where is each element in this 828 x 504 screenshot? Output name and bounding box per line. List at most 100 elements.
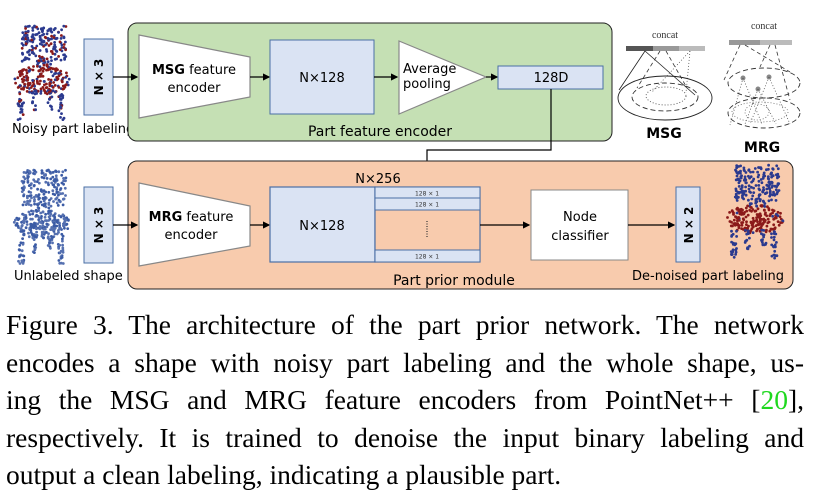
point <box>17 104 21 108</box>
point <box>750 197 754 201</box>
point <box>45 64 49 68</box>
citation-open: [ <box>751 384 761 415</box>
point <box>39 72 43 76</box>
point <box>39 225 42 229</box>
point <box>51 189 55 193</box>
point <box>737 165 741 168</box>
point <box>755 229 758 233</box>
point <box>57 193 60 197</box>
point <box>35 79 39 83</box>
point <box>762 219 766 223</box>
point <box>763 208 766 212</box>
point <box>768 229 772 233</box>
point <box>22 219 26 223</box>
point <box>763 202 767 205</box>
point <box>63 84 67 87</box>
point <box>45 57 49 61</box>
point <box>63 221 66 224</box>
point <box>45 225 49 229</box>
point <box>49 104 52 108</box>
point <box>40 215 43 218</box>
point <box>745 226 749 230</box>
point <box>34 89 38 93</box>
point <box>744 185 747 189</box>
point <box>747 168 751 172</box>
point <box>773 227 777 231</box>
point <box>47 168 50 172</box>
point <box>42 189 46 193</box>
point <box>65 216 69 220</box>
point <box>762 243 766 247</box>
point <box>17 217 21 221</box>
point <box>736 177 740 181</box>
point <box>26 29 30 33</box>
point <box>47 44 51 47</box>
point <box>22 213 26 217</box>
point <box>28 213 32 216</box>
point <box>769 227 773 231</box>
concat-row-1-label: 128 × 1 <box>415 191 439 198</box>
point <box>62 46 66 49</box>
point <box>737 191 741 195</box>
point <box>57 74 61 78</box>
point <box>20 77 24 81</box>
point <box>42 59 46 62</box>
point <box>25 33 29 37</box>
point <box>22 233 25 237</box>
point <box>46 60 50 64</box>
point <box>734 222 738 225</box>
point <box>751 216 755 220</box>
node-classifier-label-1: Node <box>563 210 597 225</box>
point <box>740 211 744 214</box>
point <box>777 175 781 179</box>
point <box>27 69 31 73</box>
point <box>55 196 59 200</box>
point <box>46 101 50 104</box>
point <box>57 31 60 34</box>
caption-line-3-text: ing the MSG and MRG feature encoders fro… <box>6 384 752 415</box>
point <box>776 183 780 187</box>
point <box>770 180 774 184</box>
point <box>49 212 53 216</box>
point <box>67 77 71 81</box>
point <box>752 219 755 223</box>
point <box>742 218 746 222</box>
point <box>26 76 30 80</box>
point <box>734 253 737 256</box>
point <box>728 211 731 214</box>
point <box>62 116 66 120</box>
point <box>58 222 61 225</box>
point <box>767 207 771 210</box>
point <box>48 98 51 101</box>
point <box>22 87 25 91</box>
point <box>34 108 37 112</box>
concat-row-last-label: 128 × 1 <box>415 254 439 261</box>
point <box>742 212 746 216</box>
mrg-encoder-trapezoid <box>138 182 251 267</box>
citation-link[interactable]: 20 <box>760 384 788 415</box>
point <box>18 254 22 258</box>
point <box>779 221 782 225</box>
point <box>28 48 32 52</box>
point <box>27 203 31 206</box>
point <box>768 189 772 193</box>
point <box>764 230 768 234</box>
point <box>48 84 52 88</box>
point <box>59 116 62 119</box>
input-dims-top: N × 3 <box>92 59 106 96</box>
point <box>749 229 752 233</box>
point <box>745 223 748 227</box>
point <box>750 209 753 213</box>
point <box>26 180 30 184</box>
point <box>732 255 736 259</box>
point <box>770 171 773 175</box>
unlabeled-chair-pointcloud <box>12 168 70 265</box>
point <box>57 183 60 187</box>
point <box>766 221 770 225</box>
point <box>772 238 776 242</box>
point <box>29 228 33 232</box>
point <box>42 199 46 203</box>
denoised-part-labeling-label: De-noised part labeling <box>632 269 784 284</box>
point <box>34 227 38 231</box>
point <box>40 43 44 46</box>
